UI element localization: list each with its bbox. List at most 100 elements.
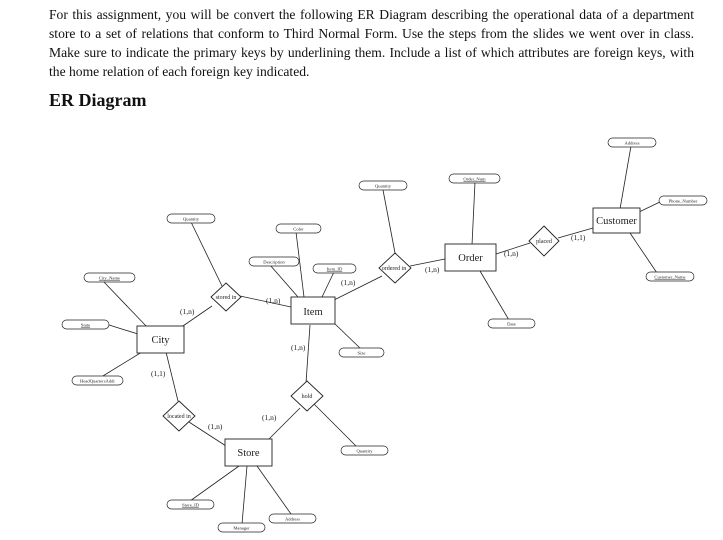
line-orderedin-quantity	[382, 189, 396, 254]
attribute-color-oval	[275, 223, 322, 234]
attribute-description-label: Description	[263, 259, 285, 264]
line-order-date	[479, 270, 510, 321]
attribute-city-name-oval	[83, 272, 136, 283]
cardinality-order-placed: (1,n)	[504, 249, 519, 258]
line-customer-address	[619, 145, 632, 210]
instructions-paragraph: For this assignment, you will be convert…	[49, 7, 694, 79]
entity-order: Order	[444, 243, 497, 272]
relationship-placed: placed	[528, 225, 560, 257]
relationship-located-in-diamond	[162, 400, 196, 432]
entity-store: Store	[224, 438, 273, 467]
line-item-size	[333, 322, 363, 351]
attribute-hold-quantity-label: Quantity	[356, 448, 373, 453]
attribute-ovals	[61, 137, 708, 533]
line-customer-phone	[638, 200, 663, 213]
attribute-ordered-quantity-oval	[358, 180, 408, 191]
entity-city: City	[136, 325, 185, 354]
line-store-address	[256, 465, 292, 515]
cardinality-item-stored: (1,n)	[266, 296, 281, 305]
attribute-item-id-label: Item_ID	[327, 266, 343, 271]
relationship-ordered-in: ordered in	[378, 252, 412, 284]
attribute-store-address-label: Address	[285, 516, 300, 521]
relationship-ordered-in-diamond	[378, 252, 412, 284]
connector-lines	[97, 145, 663, 525]
entity-customer-label: Customer	[596, 216, 637, 227]
attribute-state-label: State	[81, 322, 90, 327]
line-order-num	[471, 181, 476, 246]
relationship-hold-label: hold	[302, 394, 313, 400]
attribute-date-oval	[487, 318, 536, 329]
attribute-city-name-label: City_Name	[99, 275, 120, 280]
line-city-state	[108, 324, 139, 335]
line-storedin-quantity	[190, 221, 223, 287]
cardinality-city-stored: (1,n)	[180, 307, 195, 316]
entity-customer: Customer	[592, 207, 641, 234]
attribute-store-address-oval	[268, 513, 317, 524]
attribute-stored-quantity-oval	[166, 213, 216, 224]
er-diagram-heading: ER Diagram	[49, 90, 147, 110]
entity-item-box	[290, 296, 336, 325]
line-item-color	[295, 231, 305, 298]
cardinality-store-located: (1,n)	[208, 422, 223, 431]
cardinality-store-hold: (1,n)	[262, 413, 277, 422]
entity-store-box	[224, 438, 273, 467]
line-city-name	[102, 280, 149, 329]
line-city-hqaddr	[97, 351, 143, 380]
attribute-store-id-label: Store_ID	[182, 502, 200, 507]
relationship-located-in: located in	[162, 400, 196, 432]
cardinality-item-hold: (1,n)	[291, 343, 306, 352]
line-item-hold	[305, 324, 311, 384]
relationship-stored-in-label: stored in	[216, 295, 237, 301]
entity-order-label: Order	[458, 253, 483, 264]
attribute-customer-address-oval	[607, 137, 657, 148]
entity-item: Item	[290, 296, 336, 325]
relationship-stored-in: stored in	[210, 282, 242, 312]
line-item-orderedin	[333, 275, 383, 301]
line-storedin-item	[239, 295, 292, 308]
relationship-located-in-label: located in	[167, 414, 191, 420]
line-item-description	[269, 264, 299, 298]
attribute-ordered-quantity-label: Quantity	[375, 183, 392, 188]
attribute-hqaddr-label: HeadQuartersAddr	[80, 378, 115, 383]
relationship-hold: hold	[290, 380, 324, 412]
relationship-stored-in-diamond	[210, 282, 242, 312]
entity-item-label: Item	[303, 307, 322, 318]
attribute-item-id-oval	[312, 263, 357, 274]
attribute-phone-number-label: Phone_Number	[669, 198, 698, 203]
attribute-order-num-label: Order_Num	[463, 176, 486, 181]
line-city-storedin	[179, 305, 213, 329]
attribute-manager-oval	[217, 522, 266, 533]
entity-store-label: Store	[237, 448, 260, 459]
attribute-size-label: Size	[358, 350, 366, 355]
cardinality-labels: (1,n) (1,n) (1,n) (1,n) (1,n) (1,1) (1,n…	[151, 233, 586, 431]
assignment-text-block: For this assignment, you will be convert…	[49, 5, 694, 81]
line-item-id	[321, 271, 335, 298]
attribute-labels: City_Name State HeadQuartersAddr Quantit…	[80, 140, 698, 530]
line-store-manager	[241, 465, 248, 525]
attribute-stored-quantity-label: Quantity	[183, 216, 200, 221]
line-hold-store	[266, 407, 301, 442]
line-store-id	[189, 465, 240, 502]
cardinality-order-ordered: (1,n)	[425, 265, 440, 274]
cardinality-item-ordered: (1,n)	[341, 278, 356, 287]
attribute-customer-name-oval	[645, 271, 695, 282]
entity-customer-box	[592, 207, 641, 234]
relationship-placed-diamond	[528, 225, 560, 257]
attribute-manager-label: Manager	[233, 525, 250, 530]
attribute-date-label: Date	[507, 321, 516, 326]
attribute-phone-number-oval	[658, 195, 708, 206]
entity-city-box	[136, 325, 185, 354]
attribute-size-oval	[338, 347, 385, 358]
relationship-placed-label: placed	[536, 239, 552, 245]
line-orderedin-order	[409, 258, 446, 267]
entity-city-label: City	[151, 335, 170, 346]
cardinality-city-located: (1,1)	[151, 369, 166, 378]
entity-order-box	[444, 243, 497, 272]
relationship-hold-diamond	[290, 380, 324, 412]
cardinality-customer-placed: (1,1)	[571, 233, 586, 242]
line-hold-quantity	[313, 403, 357, 447]
attribute-hqaddr-oval	[71, 375, 124, 386]
attribute-customer-address-label: Address	[624, 140, 639, 145]
attribute-hold-quantity-oval	[340, 445, 389, 456]
